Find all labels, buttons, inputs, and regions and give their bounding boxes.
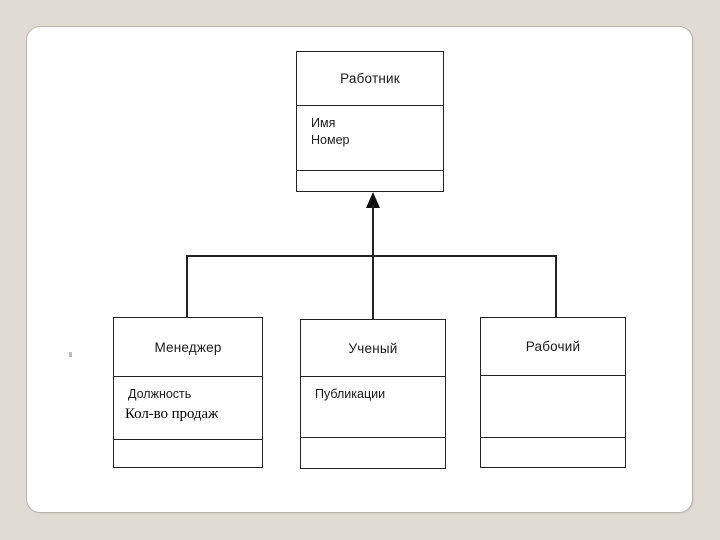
class-name-compartment: Рабочий (481, 318, 625, 375)
generalization-stem-line (372, 205, 374, 257)
class-operations-compartment (297, 170, 443, 191)
class-name-label: Менеджер (154, 339, 222, 355)
class-operations-compartment (301, 437, 445, 468)
generalization-drop-line-left (186, 255, 188, 318)
scan-artifact-speck (69, 352, 72, 357)
uml-class-menedzher[interactable]: Менеджер Должность Кол-во продаж (113, 317, 263, 468)
generalization-arrowhead-icon (366, 192, 380, 208)
attribute-item: Номер (311, 133, 350, 147)
class-name-label: Ученый (348, 340, 398, 356)
generalization-drop-line-middle (372, 255, 374, 320)
class-attributes-compartment: Публикации (301, 376, 445, 437)
generalization-drop-line-right (555, 255, 557, 318)
class-operations-compartment (481, 437, 625, 467)
class-operations-compartment (114, 439, 262, 467)
attribute-annotation: Кол-во продаж (125, 406, 219, 422)
class-attributes-compartment: Имя Номер (297, 105, 443, 170)
attribute-item: Должность (128, 387, 192, 401)
attribute-item: Имя (311, 116, 336, 130)
uml-class-rabochiy[interactable]: Рабочий (480, 317, 626, 468)
class-attributes-compartment: Должность Кол-во продаж (114, 376, 262, 439)
class-name-compartment: Работник (297, 52, 443, 105)
class-attributes-compartment (481, 375, 625, 437)
uml-class-rabotnik[interactable]: Работник Имя Номер (296, 51, 444, 192)
class-name-compartment: Менеджер (114, 318, 262, 376)
uml-class-uchenyy[interactable]: Ученый Публикации (300, 319, 446, 469)
class-name-label: Рабочий (525, 339, 581, 354)
attribute-item: Публикации (315, 387, 386, 401)
class-name-compartment: Ученый (301, 320, 445, 376)
class-name-label: Работник (340, 71, 400, 86)
generalization-bus-line (186, 255, 556, 257)
